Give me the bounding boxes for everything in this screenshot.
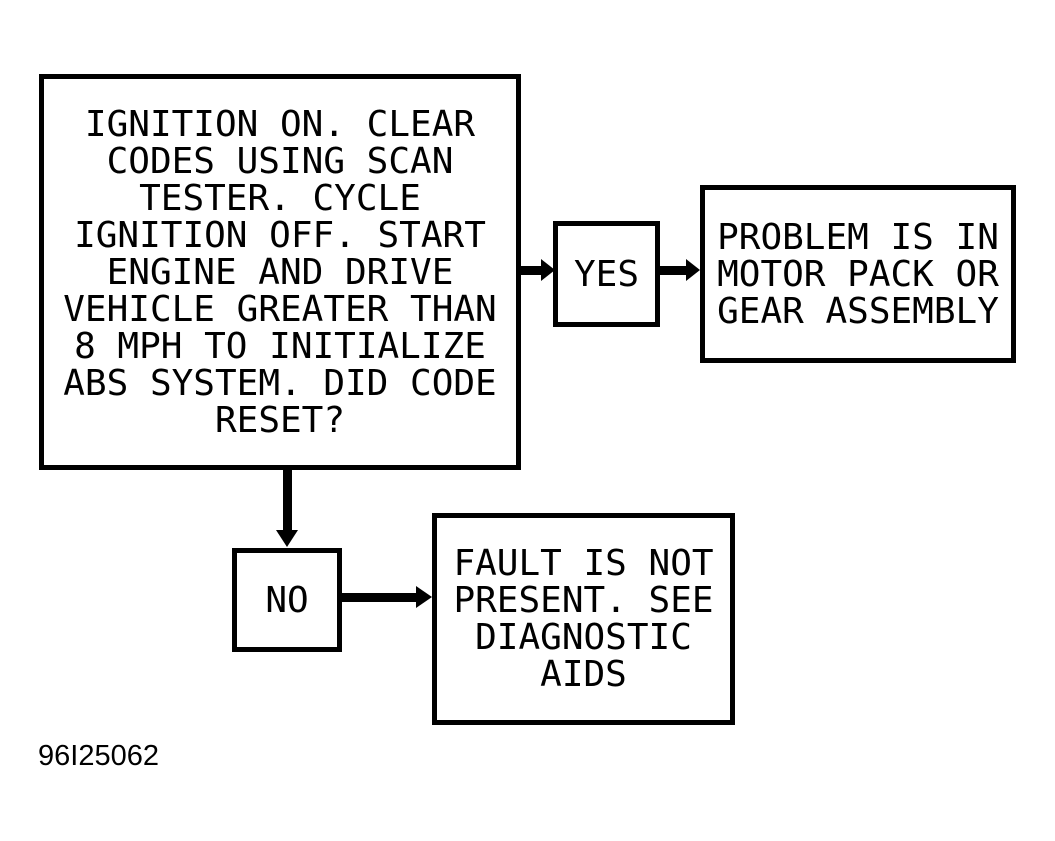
question-box: IGNITION ON. CLEAR CODES USING SCAN TEST… — [39, 74, 521, 470]
arrow-no-to-fault-shaft — [342, 593, 418, 602]
arrow-yes-to-problem-shaft — [660, 266, 688, 275]
arrow-question-to-yes-shaft — [521, 266, 543, 275]
yes-label-box: YES — [553, 221, 660, 327]
fault-result-text: FAULT IS NOT PRESENT. SEE DIAGNOSTIC AID… — [453, 543, 714, 695]
question-box-text: IGNITION ON. CLEAR CODES USING SCAN TEST… — [63, 103, 497, 441]
problem-result-box: PROBLEM IS IN MOTOR PACK OR GEAR ASSEMBL… — [700, 185, 1016, 363]
arrow-yes-to-problem-head-icon — [686, 259, 700, 281]
fault-result-box: FAULT IS NOT PRESENT. SEE DIAGNOSTIC AID… — [432, 513, 735, 725]
no-label-box: NO — [232, 548, 342, 652]
arrow-question-to-yes-head-icon — [541, 259, 555, 281]
problem-result-text: PROBLEM IS IN MOTOR PACK OR GEAR ASSEMBL… — [717, 216, 999, 332]
figure-code-label: 96I25062 — [38, 740, 159, 772]
arrow-question-to-no-shaft — [283, 470, 292, 532]
no-label-text: NO — [265, 579, 309, 621]
arrow-question-to-no-head-icon — [276, 530, 298, 547]
yes-label-text: YES — [573, 253, 640, 295]
arrow-no-to-fault-head-icon — [416, 586, 432, 608]
